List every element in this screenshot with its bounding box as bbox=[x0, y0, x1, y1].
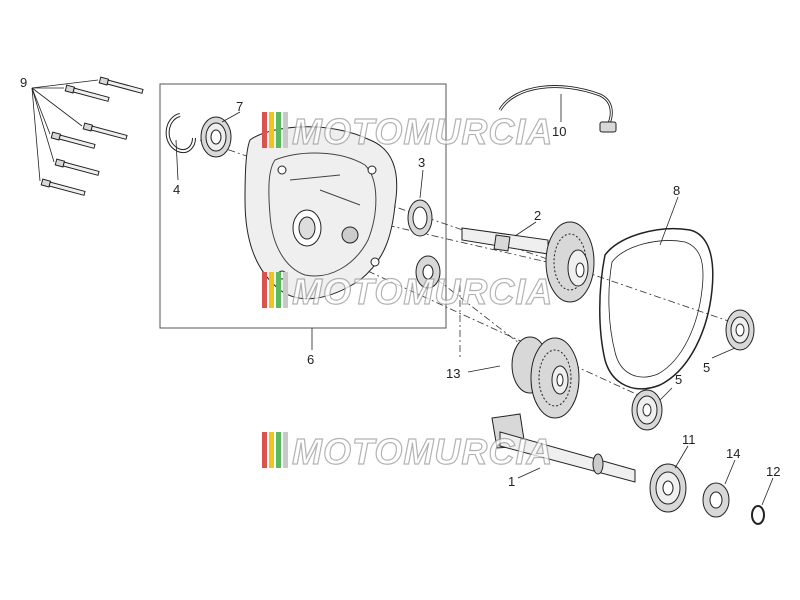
callout-13: 13 bbox=[446, 366, 460, 381]
intermediate-gear-part-13 bbox=[511, 336, 580, 419]
cover-group-frame bbox=[159, 83, 447, 329]
sensor-wire-part-10 bbox=[498, 85, 617, 133]
watermark-top: MOTOMURCIA bbox=[262, 110, 553, 153]
callout-11: 11 bbox=[682, 432, 696, 447]
bolts-leaders bbox=[31, 79, 99, 182]
watermark-text-bottom: MOTOMURCIA bbox=[292, 431, 553, 472]
callout-8: 8 bbox=[673, 183, 680, 198]
callout-7: 7 bbox=[236, 99, 243, 114]
output-shaft-part-1 bbox=[491, 413, 636, 483]
bearing-part-7 bbox=[200, 116, 232, 158]
callout-5-lower: 5 bbox=[675, 372, 682, 387]
shaft-gear-part-2 bbox=[461, 221, 595, 303]
bolts bbox=[40, 76, 144, 196]
callout-numbers: 1 2 3 4 5 5 6 7 8 9 10 11 12 13 14 bbox=[20, 75, 780, 489]
bearing-part-5-right bbox=[725, 309, 755, 351]
callout-12: 12 bbox=[766, 464, 780, 479]
leader-lines bbox=[175, 94, 774, 506]
bearing-part-11 bbox=[649, 463, 687, 513]
oil-seal-part-3 bbox=[407, 199, 433, 237]
watermark-bottom: MOTOMURCIA bbox=[262, 430, 553, 473]
watermark-text-middle: MOTOMURCIA bbox=[292, 271, 553, 312]
callout-6: 6 bbox=[307, 352, 314, 367]
callout-5-right: 5 bbox=[703, 360, 710, 375]
seal-part-14 bbox=[702, 482, 730, 518]
watermark-middle: MOTOMURCIA bbox=[262, 270, 553, 313]
callout-9: 9 bbox=[20, 75, 27, 90]
gasket-part-8 bbox=[599, 228, 714, 390]
callout-2: 2 bbox=[534, 208, 541, 223]
watermark-text-top: MOTOMURCIA bbox=[292, 111, 553, 152]
bearing-part-5-lower bbox=[631, 389, 663, 431]
callout-10: 10 bbox=[552, 124, 566, 139]
callout-14: 14 bbox=[726, 446, 740, 461]
transmission-cover bbox=[244, 126, 398, 300]
circlip-part-12 bbox=[751, 505, 765, 525]
callout-4: 4 bbox=[173, 182, 180, 197]
callout-1: 1 bbox=[508, 474, 515, 489]
inner-bearing bbox=[415, 255, 441, 289]
callout-3: 3 bbox=[418, 155, 425, 170]
